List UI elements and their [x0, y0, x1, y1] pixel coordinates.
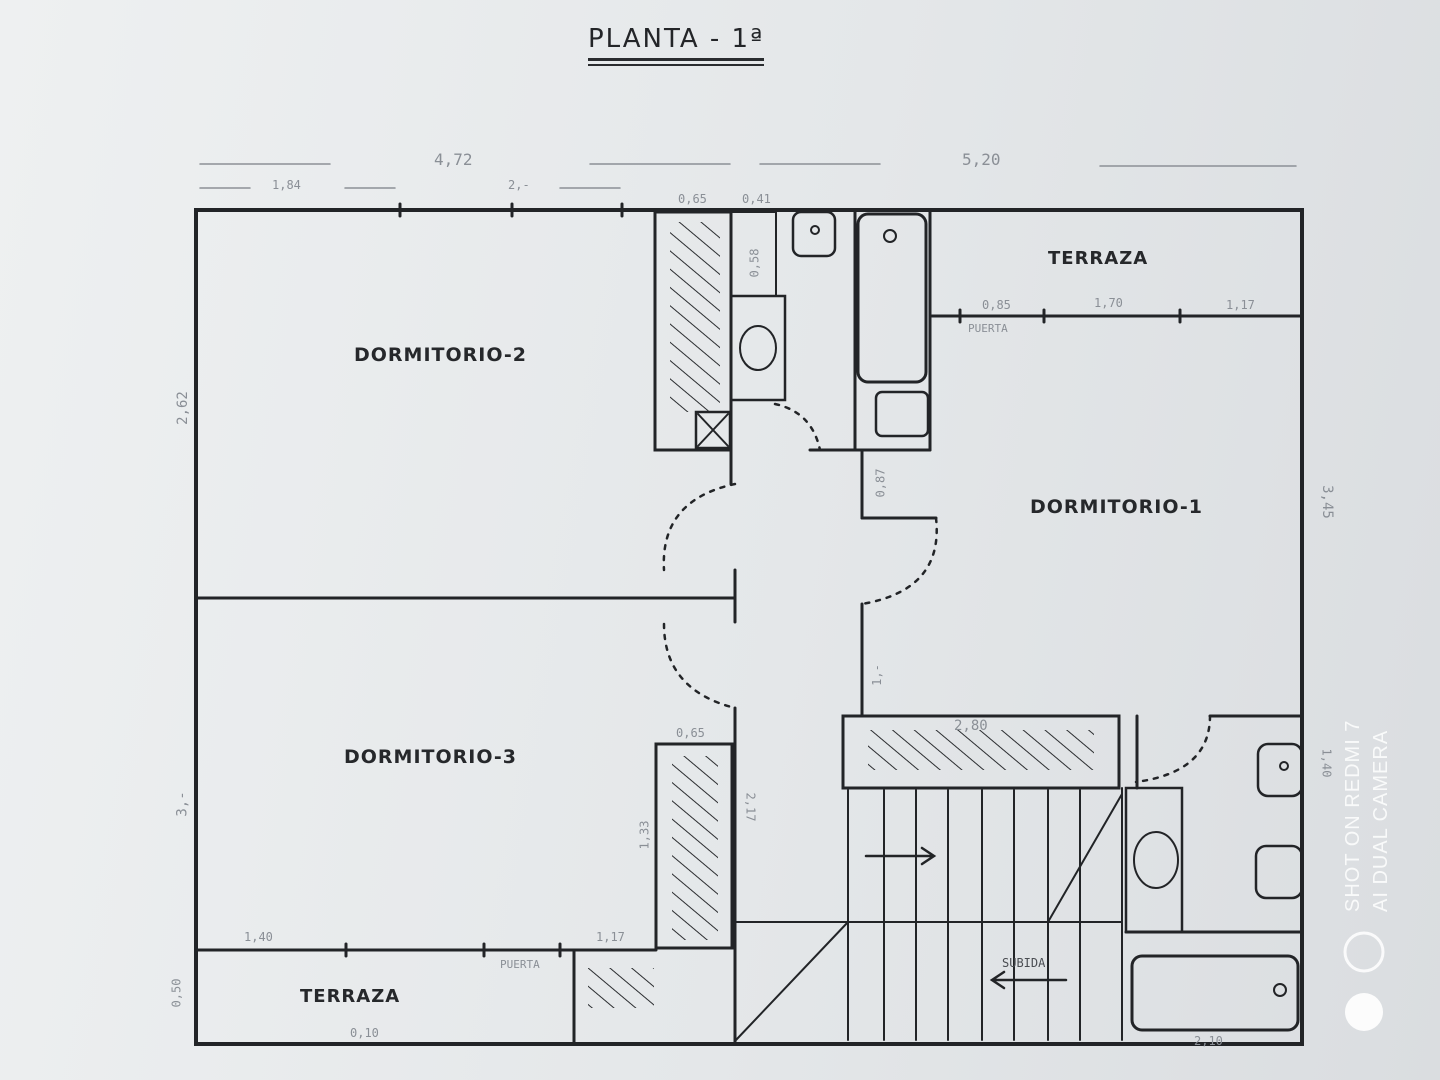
dim-stair-width: 2,80 — [954, 718, 988, 734]
bath-upper-sink — [729, 294, 787, 402]
dim-puerta-top: PUERTA — [968, 322, 1008, 335]
closet-upper-hatch — [670, 222, 720, 412]
top-dimension-lines — [199, 163, 1297, 189]
dim-top-sub-3: 0,65 — [678, 192, 707, 206]
plan-title: PLANTA - 1ª — [588, 24, 765, 66]
closet-lower-hatch — [672, 756, 718, 940]
outer-wall — [194, 208, 1304, 1046]
watermark-line-2: AI DUAL CAMERA — [1370, 729, 1392, 912]
watermark-line-1: SHOT ON REDMI 7 — [1342, 719, 1364, 912]
room-label-terraza-bottom: TERRAZA — [300, 986, 401, 1007]
stair-treads — [735, 787, 1123, 1041]
camera-ring-icon — [1343, 931, 1385, 973]
closet-bottom-hatch — [588, 968, 654, 1008]
dim-top-sub-1: 1,84 — [272, 178, 301, 192]
bathtub-upper — [856, 212, 928, 384]
dim-top-total-right: 5,20 — [962, 150, 1001, 169]
dim-terraza-sub-2: 1,70 — [1094, 296, 1123, 310]
dim-bottom-right: 2,10 — [1194, 1034, 1223, 1048]
toilet-lower — [1256, 742, 1304, 798]
door-arc-dorm3 — [662, 622, 737, 710]
top-wall-ticks — [398, 202, 624, 218]
dim-bottom-total: 0,10 — [350, 1026, 379, 1040]
dim-bottom-sub-3: 0,65 — [676, 726, 705, 740]
room-label-dormitorio-2: DORMITORIO-2 — [354, 344, 527, 366]
door-arc-dorm1 — [860, 516, 938, 606]
stair-arrow-left — [989, 970, 1068, 990]
room-label-terraza-top: TERRAZA — [1048, 248, 1149, 269]
dim-bottom-sub-2: 1,17 — [596, 930, 625, 944]
dim-terraza-sub-3: 1,17 — [1226, 298, 1255, 312]
stair-arrow-right — [864, 846, 937, 866]
dim-top-sub-2: 2,- — [508, 178, 530, 192]
stair-closet-hatch — [868, 730, 1094, 770]
room-label-dormitorio-3: DORMITORIO-3 — [344, 746, 517, 768]
dim-top-total-left: 4,72 — [434, 150, 473, 169]
dim-bottom-sub-1: 1,40 — [244, 930, 273, 944]
bidet-lower — [1254, 844, 1304, 900]
door-arc-bath — [773, 402, 822, 452]
stair-closet — [841, 714, 1121, 790]
dim-top-sub-4: 0,41 — [742, 192, 771, 206]
closet-lower — [654, 742, 734, 950]
label-subida: SUBIDA — [1002, 956, 1046, 970]
door-arc-bath-lower — [1134, 714, 1212, 784]
room-label-dormitorio-1: DORMITORIO-1 — [1030, 496, 1203, 518]
toilet-upper — [791, 210, 837, 258]
bidet-upper — [874, 390, 930, 438]
dim-terraza-sub-1: 0,85 — [982, 298, 1011, 312]
bathtub-lower — [1130, 954, 1300, 1032]
door-arc-dorm2 — [662, 482, 737, 572]
camera-dot-icon — [1345, 993, 1383, 1031]
dim-puerta-bottom: PUERTA — [500, 958, 540, 971]
